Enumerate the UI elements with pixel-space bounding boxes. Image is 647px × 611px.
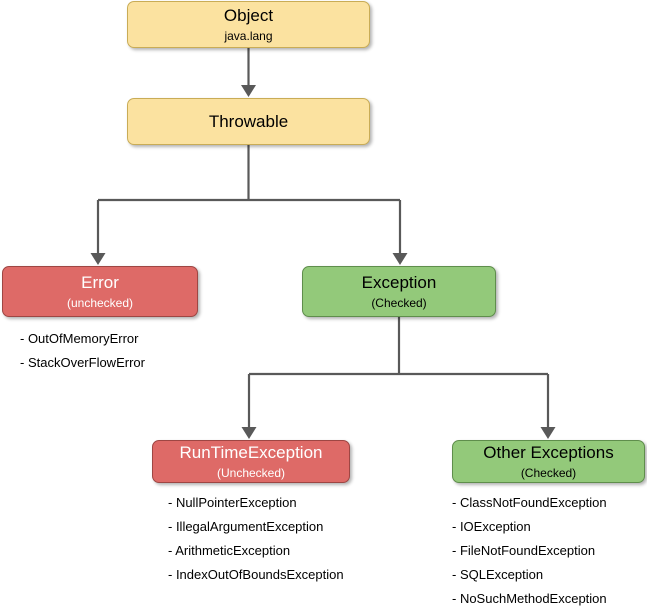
node-runtime-exception-title: RunTimeException <box>179 442 323 462</box>
node-exception-subtitle: (Checked) <box>371 295 427 310</box>
other-exceptions-subtype-list: - ClassNotFoundException - IOException -… <box>452 491 607 611</box>
list-item: - StackOverFlowError <box>20 355 145 370</box>
arrowhead-other <box>540 427 556 439</box>
runtime-exception-subtype-list: - NullPointerException - IllegalArgument… <box>168 491 344 587</box>
node-object-title: Object <box>223 5 274 25</box>
node-other-exceptions-title: Other Exceptions <box>483 442 614 462</box>
node-exception[interactable]: Exception (Checked) <box>302 266 496 317</box>
node-error[interactable]: Error (unchecked) <box>2 266 198 317</box>
node-other-exceptions[interactable]: Other Exceptions (Checked) <box>452 440 645 483</box>
arrowhead-throwable <box>241 85 256 97</box>
error-subtype-list: - OutOfMemoryError - StackOverFlowError <box>20 327 145 375</box>
list-item: - NoSuchMethodException <box>452 591 607 606</box>
node-throwable-title: Throwable <box>208 111 289 131</box>
node-object-subtitle: java.lang <box>224 28 273 43</box>
list-item: - IndexOutOfBoundsException <box>168 567 344 582</box>
node-error-title: Error <box>81 272 119 292</box>
arrowhead-exception <box>392 253 408 265</box>
list-item: - NullPointerException <box>168 495 297 510</box>
list-item: - OutOfMemoryError <box>20 331 139 346</box>
arrowhead-error <box>90 253 106 265</box>
node-error-subtitle: (unchecked) <box>66 295 134 310</box>
node-other-exceptions-subtitle: (Checked) <box>520 465 577 480</box>
node-throwable[interactable]: Throwable <box>127 98 370 145</box>
node-runtime-exception[interactable]: RunTimeException (Unchecked) <box>152 440 350 483</box>
list-item: - IllegalArgumentException <box>168 519 324 534</box>
list-item: - FileNotFoundException <box>452 543 596 558</box>
node-runtime-exception-subtitle: (Unchecked) <box>216 465 286 480</box>
list-item: - SQLException <box>452 567 544 582</box>
node-exception-title: Exception <box>361 272 437 292</box>
node-object[interactable]: Object java.lang <box>127 1 370 48</box>
list-item: - ClassNotFoundException <box>452 495 607 510</box>
list-item: - IOException <box>452 519 531 534</box>
arrowhead-runtime <box>241 427 257 439</box>
list-item: - ArithmeticException <box>168 543 291 558</box>
